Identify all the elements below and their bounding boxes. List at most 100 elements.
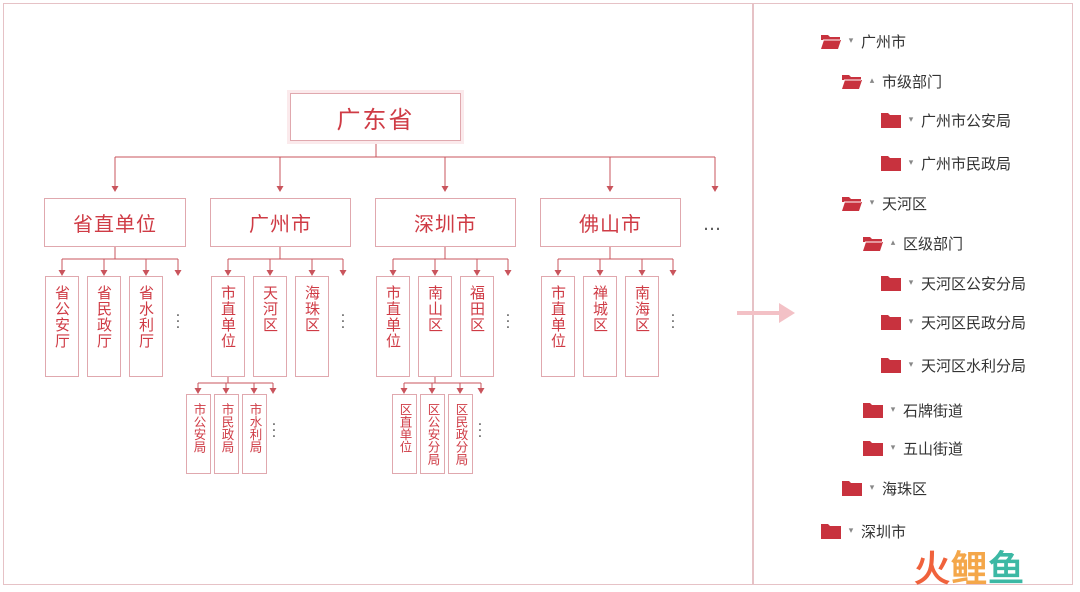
arrowhead: [477, 388, 485, 394]
org-leaf-node: 海珠区: [295, 276, 329, 377]
tree-node[interactable]: ▴ 市级部门: [841, 69, 942, 93]
org-leaf-label: 南海区: [633, 285, 651, 333]
chevron-down-icon[interactable]: ▾: [908, 158, 914, 168]
folder-icon: [880, 356, 902, 374]
tree-node-label: 天河区: [882, 194, 928, 213]
arrowhead: [606, 186, 614, 192]
tree-node[interactable]: ▾ 五山街道: [862, 436, 963, 460]
tree-node[interactable]: ▾ 天河区民政分局: [880, 310, 1026, 334]
arrowhead: [456, 388, 464, 394]
org-more-units: ···: [175, 308, 181, 336]
org-sub-node: 区公安分局: [420, 394, 445, 474]
org-leaf-label: 福田区: [468, 285, 486, 333]
tree-node[interactable]: ▾ 深圳市: [820, 519, 906, 543]
chevron-down-icon[interactable]: ▾: [908, 317, 914, 327]
tree-node-label: 广州市: [861, 32, 907, 51]
org-node-foshan: 佛山市: [540, 198, 681, 247]
org-more-subunits: ···: [477, 417, 483, 445]
arrowhead: [339, 270, 347, 276]
tree-node[interactable]: ▾ 天河区水利分局: [880, 353, 1026, 377]
org-leaf-node: 省水利厅: [129, 276, 163, 377]
arrowhead: [194, 388, 202, 394]
tree-node[interactable]: ▴ 区级部门: [862, 231, 963, 255]
chevron-down-icon[interactable]: ▾: [908, 278, 914, 288]
org-leaf-node: 市直单位: [541, 276, 575, 377]
chevron-down-icon[interactable]: ▾: [869, 483, 875, 493]
tree-node[interactable]: ▾石牌街道: [862, 398, 963, 422]
arrowhead: [441, 186, 449, 192]
tree-node[interactable]: ▾ 天河区: [841, 191, 927, 215]
org-node-label: 省直单位: [73, 212, 157, 236]
org-leaf-node: 省公安厅: [45, 276, 79, 377]
org-leaf-node: 禅城区: [583, 276, 617, 377]
arrowhead: [596, 270, 604, 276]
org-sub-label: 市水利局: [247, 403, 263, 453]
arrowhead: [222, 388, 230, 394]
arrowhead: [669, 270, 677, 276]
tree-node-label: 天河区民政分局: [921, 313, 1027, 332]
tree-node[interactable]: ▾ 广州市: [820, 29, 906, 53]
chevron-down-icon[interactable]: ▾: [848, 36, 854, 46]
org-more-cities: …: [703, 214, 723, 235]
folder-icon: [880, 154, 902, 172]
org-leaf-label: 天河区: [261, 285, 279, 333]
org-more-subunits: ···: [271, 417, 277, 445]
org-sub-node: 市水利局: [242, 394, 267, 474]
org-leaf-node: 市直单位: [211, 276, 245, 377]
arrowhead: [473, 270, 481, 276]
chevron-down-icon[interactable]: ▾: [908, 115, 914, 125]
org-node-label: 深圳市: [414, 212, 477, 236]
tree-node[interactable]: ▾天河区公安分局: [880, 271, 1026, 295]
tree-node-label: 广州市公安局: [921, 111, 1012, 130]
chevron-down-icon[interactable]: ▾: [890, 405, 896, 415]
tree-node[interactable]: ▾ 广州市公安局: [880, 108, 1011, 132]
chevron-down-icon[interactable]: ▾: [848, 526, 854, 536]
chevron-down-icon[interactable]: ▾: [869, 198, 875, 208]
org-leaf-node: 天河区: [253, 276, 287, 377]
org-sub-node: 区直单位: [392, 394, 417, 474]
chevron-up-icon[interactable]: ▴: [869, 76, 875, 86]
folder-icon: [862, 439, 884, 457]
folder-icon: [880, 111, 902, 129]
org-leaf-node: 福田区: [460, 276, 494, 377]
tree-node[interactable]: ▾广州市民政局: [880, 151, 1011, 175]
folder-open-icon: [841, 194, 863, 212]
org-sub-label: 区直单位: [397, 403, 413, 453]
watermark-logo: 火鲤鱼: [914, 540, 1025, 592]
tree-node-label: 五山街道: [903, 439, 964, 458]
folder-icon: [880, 313, 902, 331]
org-root-node: 广东省: [290, 93, 461, 141]
org-sub-label: 市民政局: [219, 403, 235, 453]
arrowhead: [142, 270, 150, 276]
arrowhead: [266, 270, 274, 276]
arrowhead: [428, 388, 436, 394]
org-node-guangzhou: 广州市: [210, 198, 351, 247]
chevron-up-icon[interactable]: ▴: [890, 238, 896, 248]
watermark-part: 鲤: [951, 549, 989, 590]
arrowhead: [638, 270, 646, 276]
chevron-down-icon[interactable]: ▾: [890, 443, 896, 453]
tree-node-label: 区级部门: [903, 234, 964, 253]
tree-node[interactable]: ▾海珠区: [841, 476, 927, 500]
org-leaf-node: 省民政厅: [87, 276, 121, 377]
org-node-label: 广州市: [249, 212, 312, 236]
tree-node-label: 市级部门: [882, 72, 943, 91]
tree-node-label: 天河区水利分局: [921, 356, 1027, 375]
arrowhead: [58, 270, 66, 276]
org-leaf-label: 省水利厅: [137, 285, 155, 349]
arrowhead: [174, 270, 182, 276]
folder-icon: [862, 401, 884, 419]
org-sub-node: 市民政局: [214, 394, 239, 474]
chevron-down-icon[interactable]: ▾: [908, 360, 914, 370]
arrowhead: [711, 186, 719, 192]
tree-node-label: 深圳市: [861, 522, 907, 541]
transform-arrow-icon: [737, 303, 795, 323]
org-sub-label: 市公安局: [191, 403, 207, 453]
org-leaf-label: 市直单位: [384, 285, 402, 349]
org-sub-node: 区民政分局: [448, 394, 473, 474]
org-more-units: ···: [670, 308, 676, 336]
org-root-label: 广东省: [336, 105, 415, 134]
watermark-part: 火: [914, 549, 952, 590]
panel-divider: [752, 4, 754, 584]
